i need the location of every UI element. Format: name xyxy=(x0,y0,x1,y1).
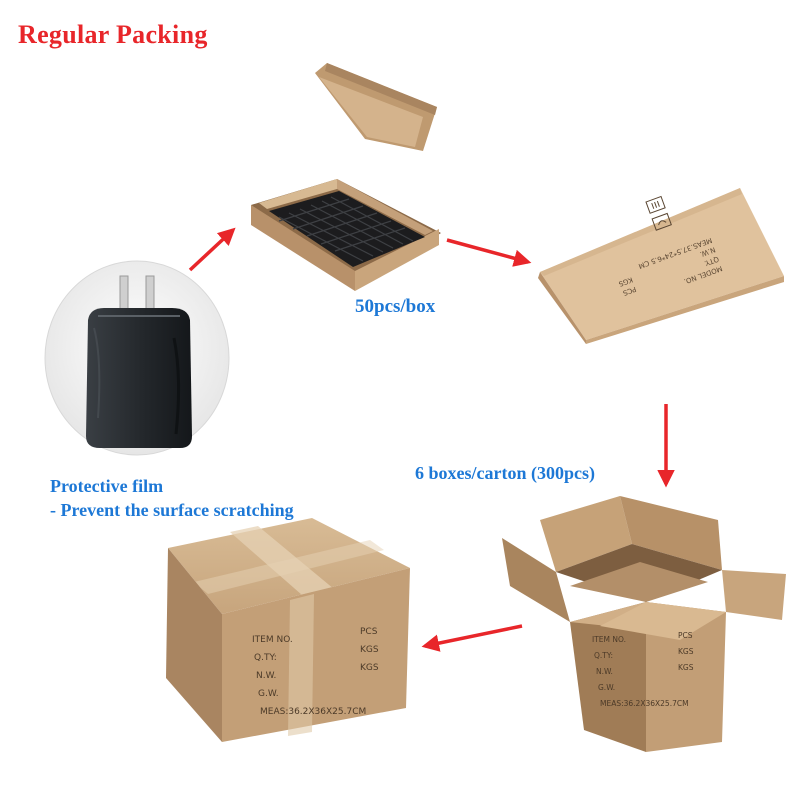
open-carton-kgs2: KGS xyxy=(678,663,694,672)
open-carton-kgs1: KGS xyxy=(678,647,694,656)
sealed-carton-meas: MEAS:36.2X36X25.7CM xyxy=(260,707,366,717)
sealed-carton-qty: Q.TY: xyxy=(254,653,277,663)
closed-box-image: MODEL NO. QTY. N.W. MEAS.37.5*24*6.5 CM … xyxy=(538,188,784,344)
open-carton-qty: Q.TY: xyxy=(594,651,613,660)
protective-film-line2: - Prevent the surface scratching xyxy=(50,500,294,520)
per-box-caption: 50pcs/box xyxy=(355,296,436,317)
sealed-carton-kgs1: KGS xyxy=(360,645,379,655)
open-carton-nw: N.W. xyxy=(596,667,613,676)
open-box-image xyxy=(251,63,441,291)
fragile-symbol-icon xyxy=(645,195,672,231)
open-carton-image: ITEM NO. Q.TY: N.W. G.W. MEAS:36.2X36X25… xyxy=(502,496,786,752)
sealed-carton-nw: N.W. xyxy=(256,671,276,681)
sealed-carton-pcs: PCS xyxy=(360,627,378,637)
protective-film-caption: Protective film - Prevent the surface sc… xyxy=(50,474,294,522)
protective-film-line1: Protective film xyxy=(50,476,164,496)
charger-image xyxy=(44,260,230,456)
open-carton-item: ITEM NO. xyxy=(592,635,626,644)
sealed-carton-kgs2: KGS xyxy=(360,663,379,673)
arrow-icon xyxy=(188,227,236,272)
open-carton-gw: G.W. xyxy=(598,683,615,692)
sealed-carton-gw: G.W. xyxy=(258,689,279,699)
open-carton-meas: MEAS:36.2X36X25.7CM xyxy=(600,699,689,708)
page-title: Regular Packing xyxy=(18,20,208,49)
sealed-carton-item: ITEM NO. xyxy=(252,635,293,645)
per-carton-caption: 6 boxes/carton (300pcs) xyxy=(415,463,595,483)
arrow-icon xyxy=(421,624,523,652)
open-carton-pcs: PCS xyxy=(678,631,693,640)
arrow-icon xyxy=(446,238,532,267)
sealed-carton-image: ITEM NO. Q.TY: N.W. G.W. MEAS:36.2X36X25… xyxy=(166,518,410,742)
